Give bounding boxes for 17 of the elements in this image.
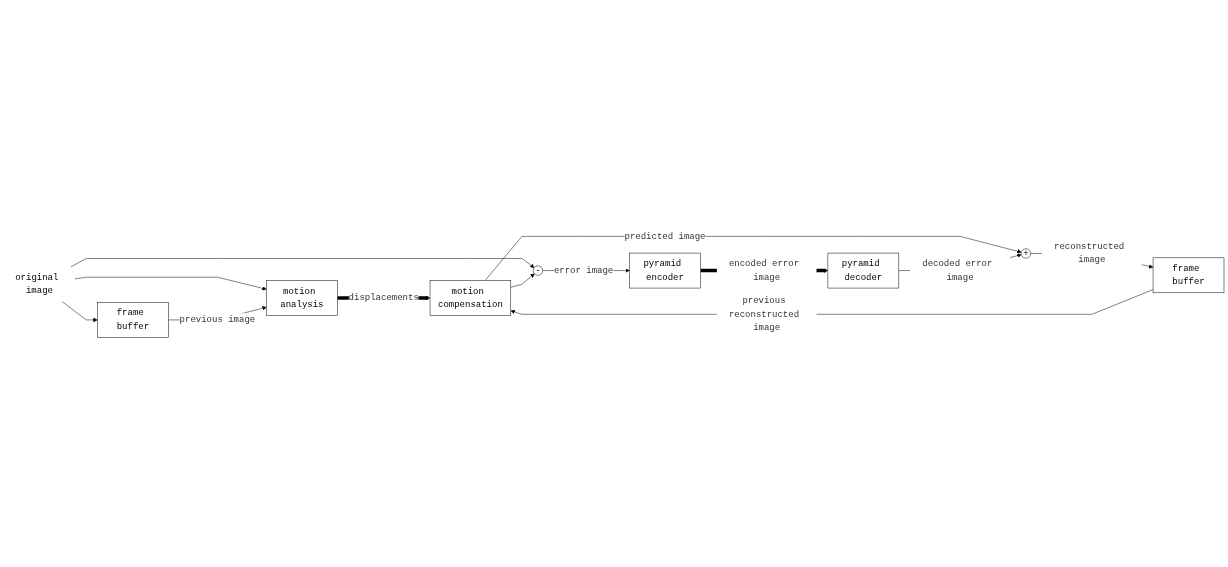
node-box: frame buffer xyxy=(97,302,169,338)
node-box: motion compensation xyxy=(429,280,511,316)
node-text: original image xyxy=(15,272,59,296)
node-box: pyramid encoder xyxy=(629,252,701,289)
edge-label: error image xyxy=(553,265,614,276)
node-box: pyramid decoder xyxy=(827,252,900,289)
edge-label: decoded error image xyxy=(922,258,993,283)
node-box: frame buffer xyxy=(1152,257,1225,294)
edge-label: displacements xyxy=(348,292,419,303)
edge-label: reconstructed image xyxy=(1054,241,1125,265)
edge-label: previous image xyxy=(179,314,256,325)
node-box: motion analysis xyxy=(266,280,338,316)
edge-label: predicted image xyxy=(624,231,706,242)
node-circle: - xyxy=(533,265,543,276)
node-circle: + xyxy=(1021,248,1031,259)
edge-label: previous reconstructed image xyxy=(728,295,800,333)
edge-label: encoded error image xyxy=(728,258,800,283)
